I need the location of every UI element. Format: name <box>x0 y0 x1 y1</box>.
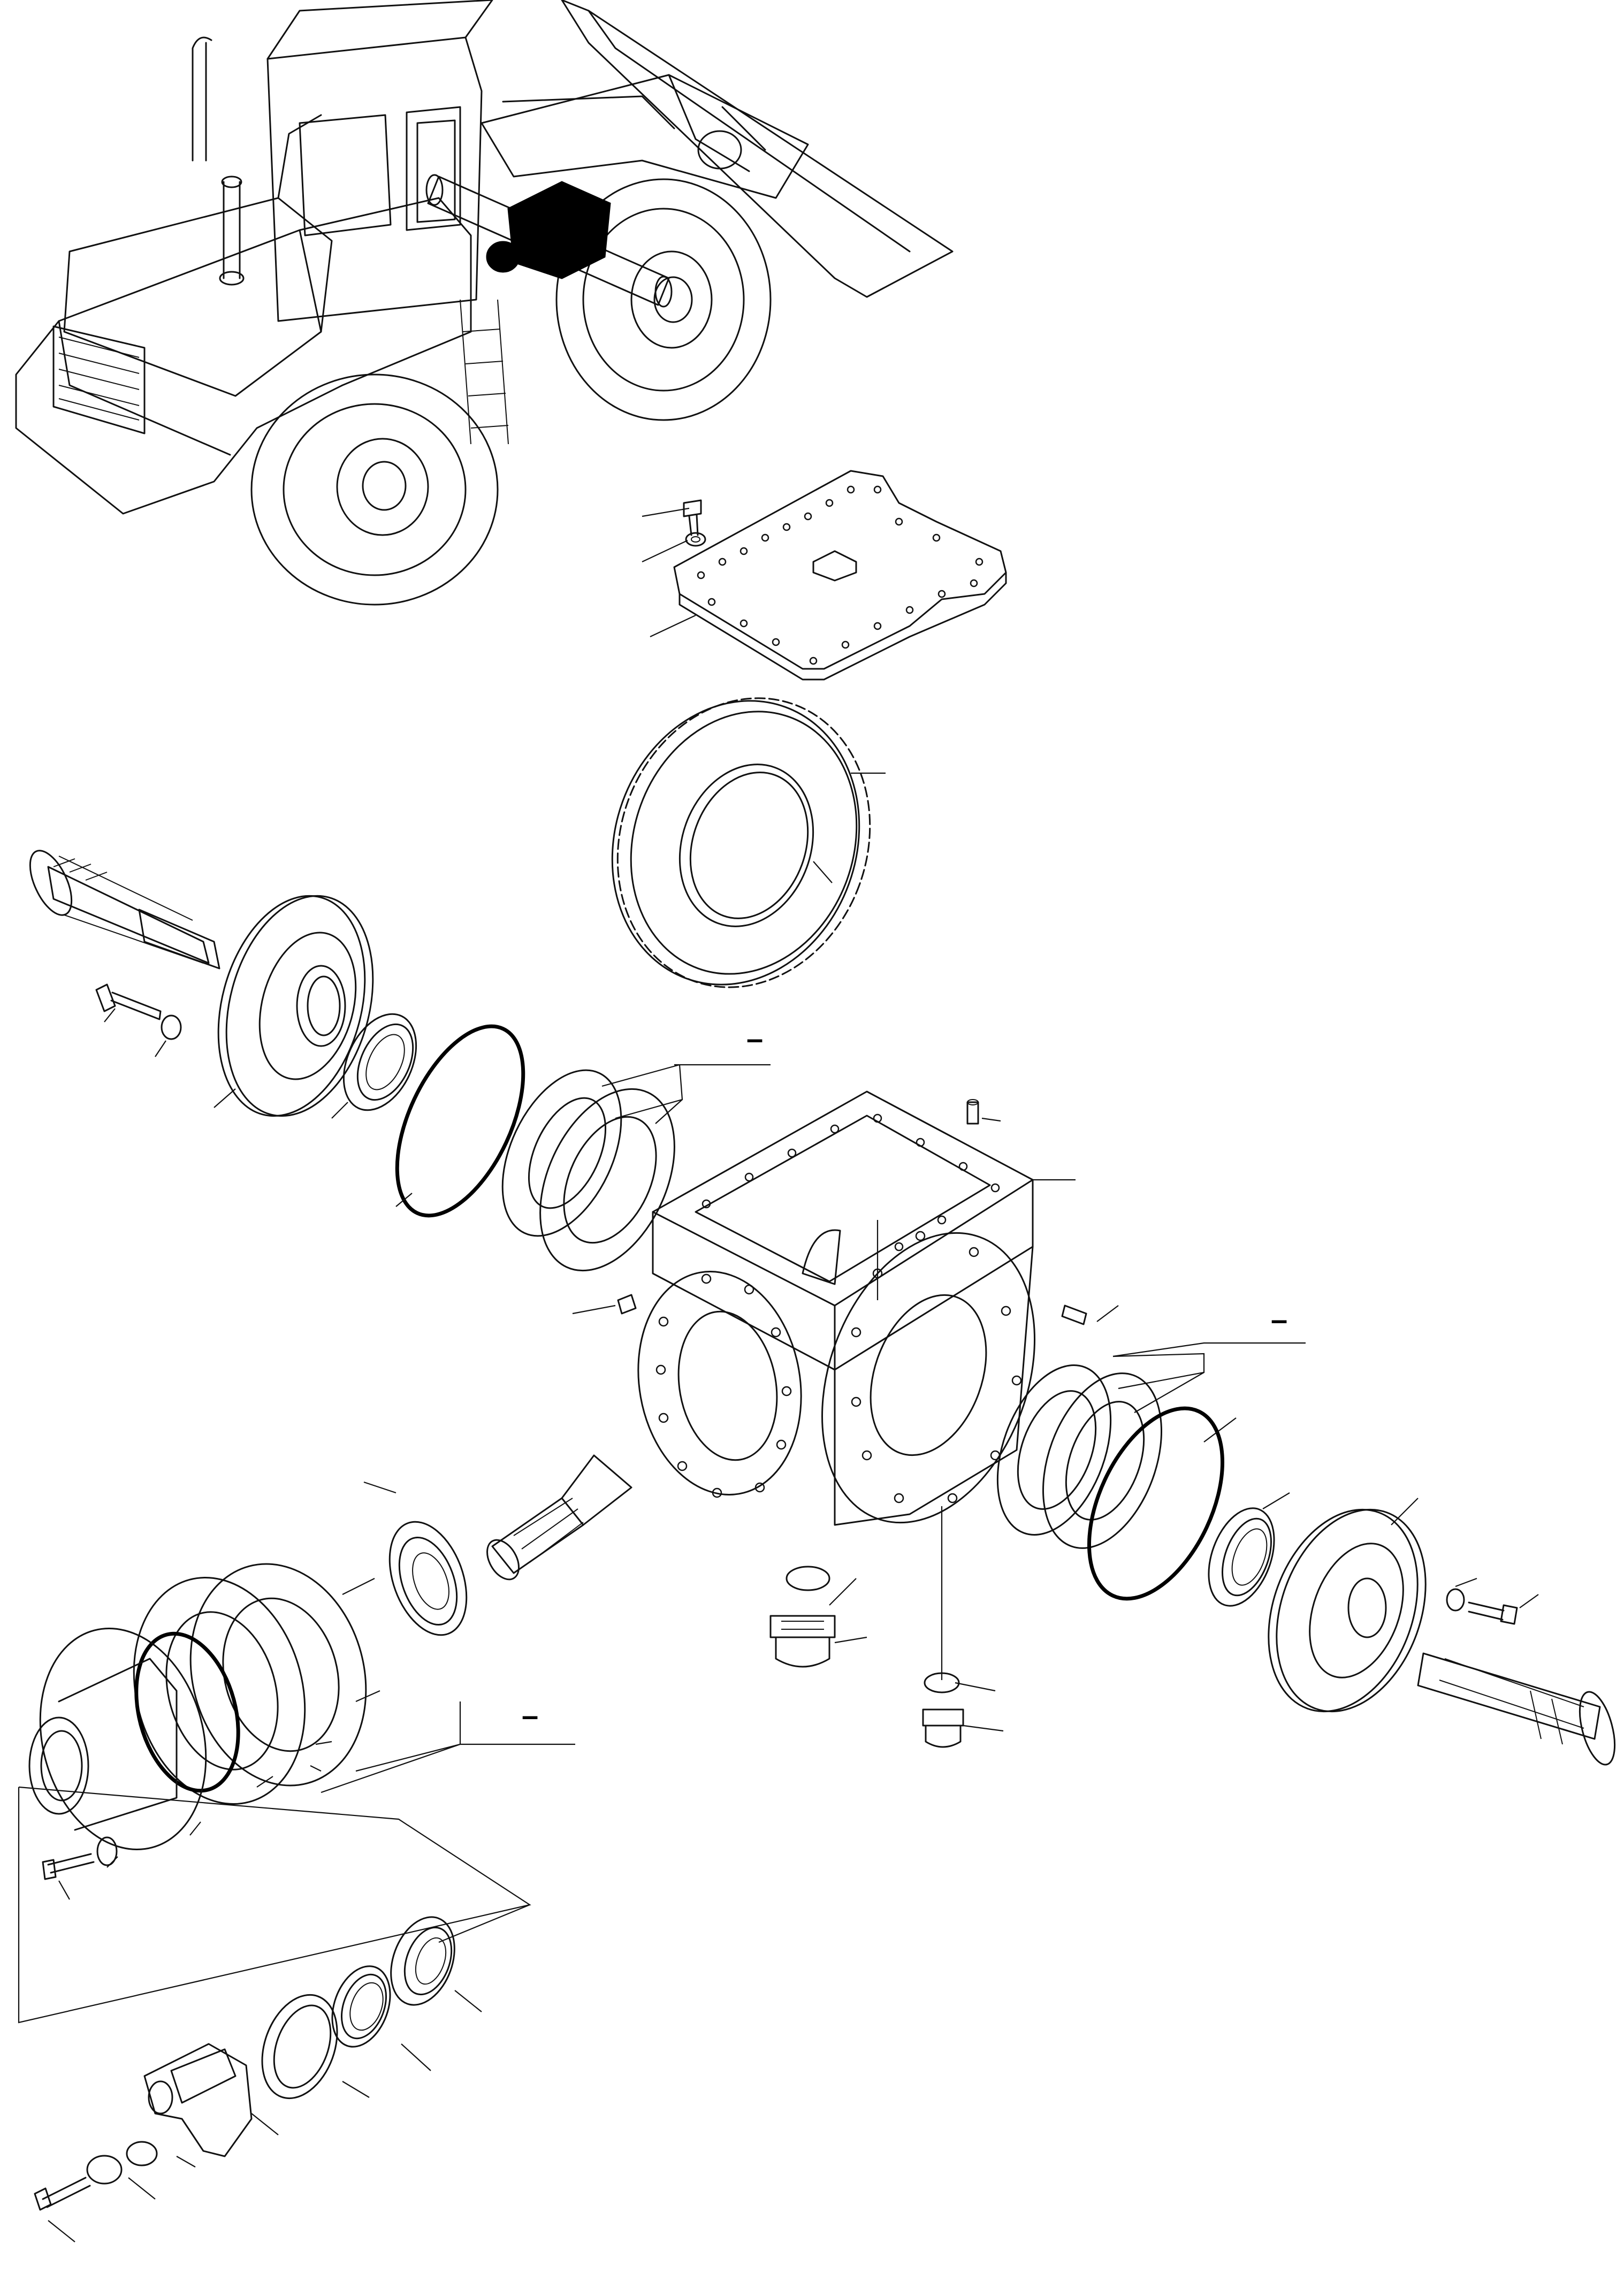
drive-pinion <box>486 1454 632 1581</box>
left-o-ring <box>395 1024 525 1218</box>
pinion-seal <box>331 1965 391 2048</box>
right-differential-cover <box>1268 1508 1427 1713</box>
left-bearing <box>342 1013 417 1111</box>
pinion-o-ring <box>134 1631 240 1793</box>
right-washer <box>1446 1588 1465 1612</box>
carrier-bolt <box>42 1853 95 1880</box>
cover-bolt <box>683 499 702 536</box>
left-washer <box>161 1014 182 1040</box>
group-mark-2: – <box>1271 1302 1287 1336</box>
yoke-bolt <box>34 2177 91 2211</box>
housing-side-pin <box>1061 1304 1087 1325</box>
housing-dowel-pin <box>966 1099 979 1125</box>
cover-washer <box>685 532 706 547</box>
drive-flange-yoke <box>143 2043 253 2157</box>
housing-breather <box>617 1294 637 1315</box>
right-bearing <box>1208 1507 1275 1607</box>
drain-plug <box>769 1615 836 1668</box>
pinion-tapered-bearing <box>390 1916 455 2006</box>
left-axle-shaft <box>29 850 220 970</box>
top-cover-plate <box>673 470 1007 681</box>
left-bolt <box>95 983 162 1020</box>
pinion-carrier <box>28 1627 207 1851</box>
right-axle-shaft <box>1417 1652 1616 1766</box>
plug-seal-ring <box>786 1566 830 1591</box>
group-mark-3: – <box>522 1698 538 1732</box>
right-shim-pack <box>996 1364 1163 1549</box>
ring-gear <box>611 697 871 988</box>
axle-housing <box>637 1090 1035 1526</box>
right-o-ring <box>1087 1406 1225 1601</box>
right-bolt <box>1468 1601 1518 1625</box>
yoke-washer <box>86 2155 123 2185</box>
pinion-shim-pack <box>133 1563 367 1805</box>
yoke-o-ring <box>126 2141 158 2166</box>
group-mark-1: – <box>746 1021 763 1055</box>
pinion-bearing <box>388 1521 468 1636</box>
left-shim-pack <box>501 1069 675 1272</box>
fill-plug <box>922 1708 964 1748</box>
left-differential-cover <box>217 895 374 1117</box>
carrier-washer <box>96 1836 118 1866</box>
highlighted-component-marker <box>507 181 611 279</box>
wheel-loader-overview <box>15 0 954 606</box>
dust-shield <box>261 1994 338 2100</box>
leader-lines <box>18 507 1539 2242</box>
